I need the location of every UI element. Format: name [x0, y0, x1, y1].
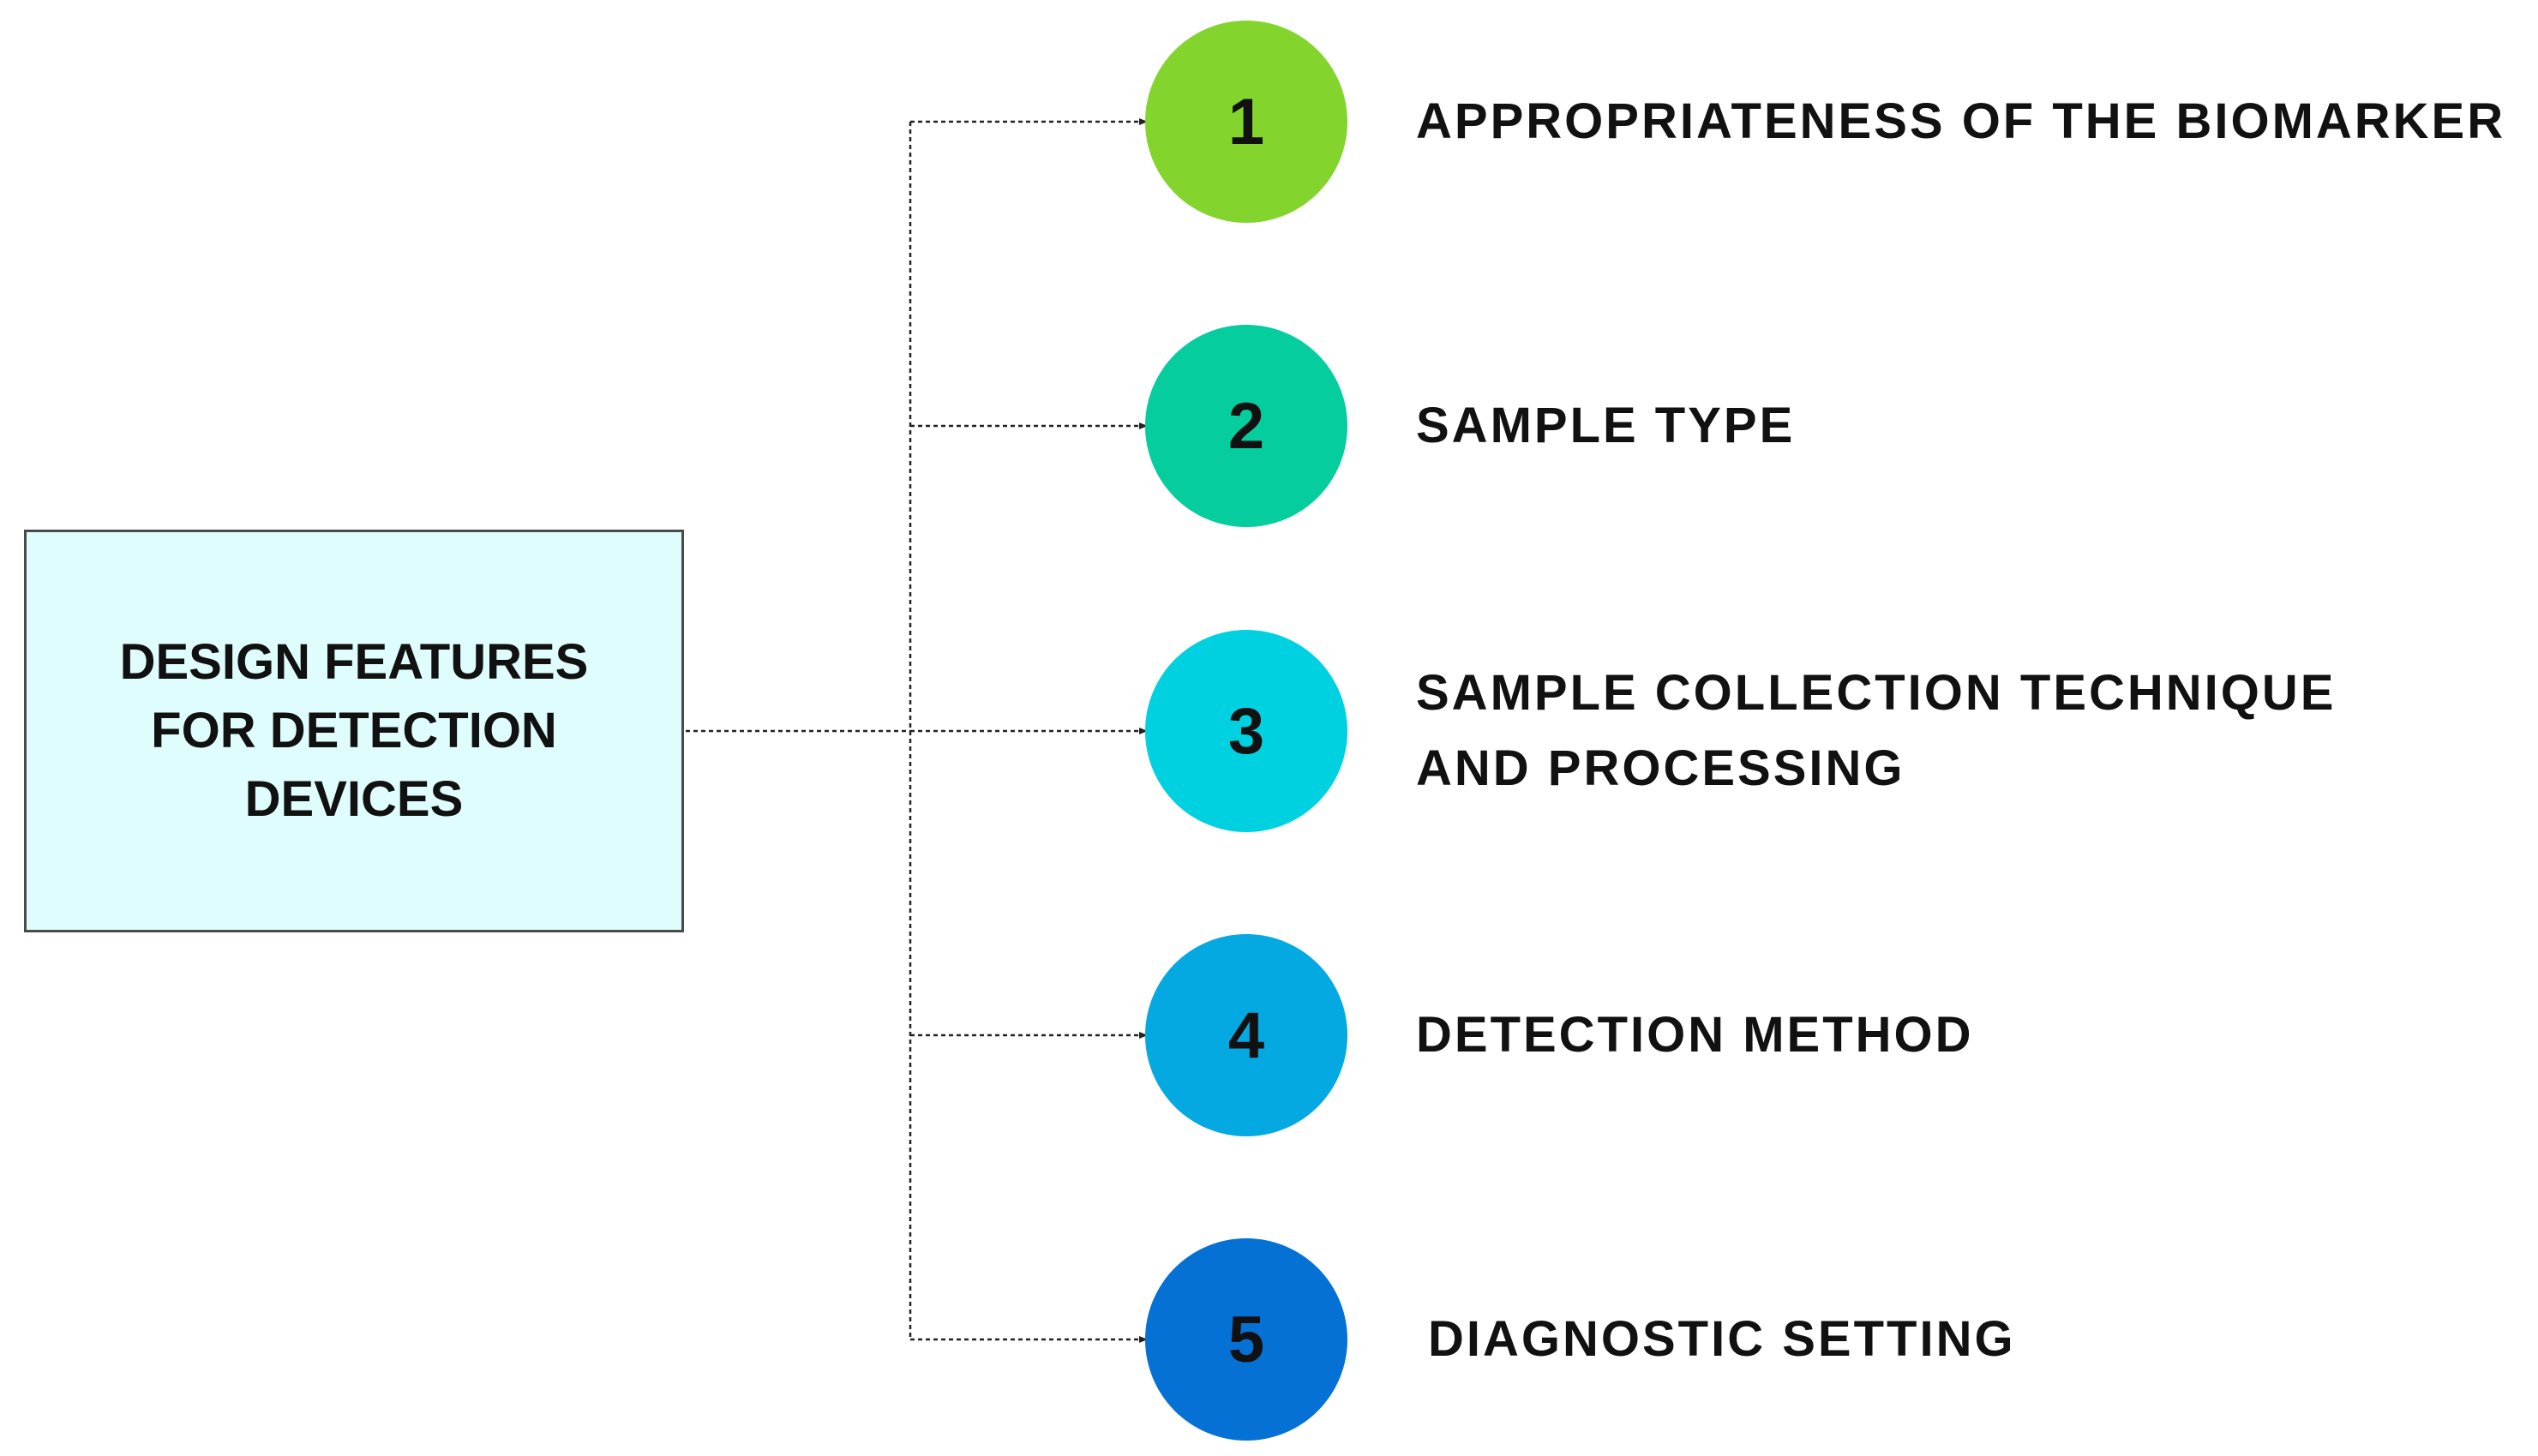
root-node-label: DESIGN FEATURES FOR DETECTION DEVICES — [119, 634, 589, 827]
root-node-box: DESIGN FEATURES FOR DETECTION DEVICES — [24, 530, 684, 932]
feature-label-1: APPROPRIATENESS OF THE BIOMARKER — [1416, 93, 2506, 149]
feature-label-5: DIAGNOSTIC SETTING — [1428, 1311, 2016, 1367]
feature-label-2: SAMPLE TYPE — [1416, 398, 1796, 453]
feature-circle-2: 2 — [1145, 325, 1347, 527]
feature-circle-4: 4 — [1145, 934, 1347, 1136]
feature-circle-5: 5 — [1145, 1238, 1347, 1441]
feature-circle-1: 1 — [1145, 21, 1347, 223]
feature-label-3: SAMPLE COLLECTION TECHNIQUE AND PROCESSI… — [1416, 665, 2337, 796]
feature-number-2: 2 — [1227, 389, 1265, 463]
feature-number-5: 5 — [1227, 1303, 1265, 1376]
feature-number-3: 3 — [1227, 694, 1265, 768]
feature-circle-3: 3 — [1145, 630, 1347, 832]
feature-number-1: 1 — [1227, 85, 1265, 159]
feature-number-4: 4 — [1227, 998, 1265, 1072]
feature-label-4: DETECTION METHOD — [1416, 1007, 1974, 1063]
